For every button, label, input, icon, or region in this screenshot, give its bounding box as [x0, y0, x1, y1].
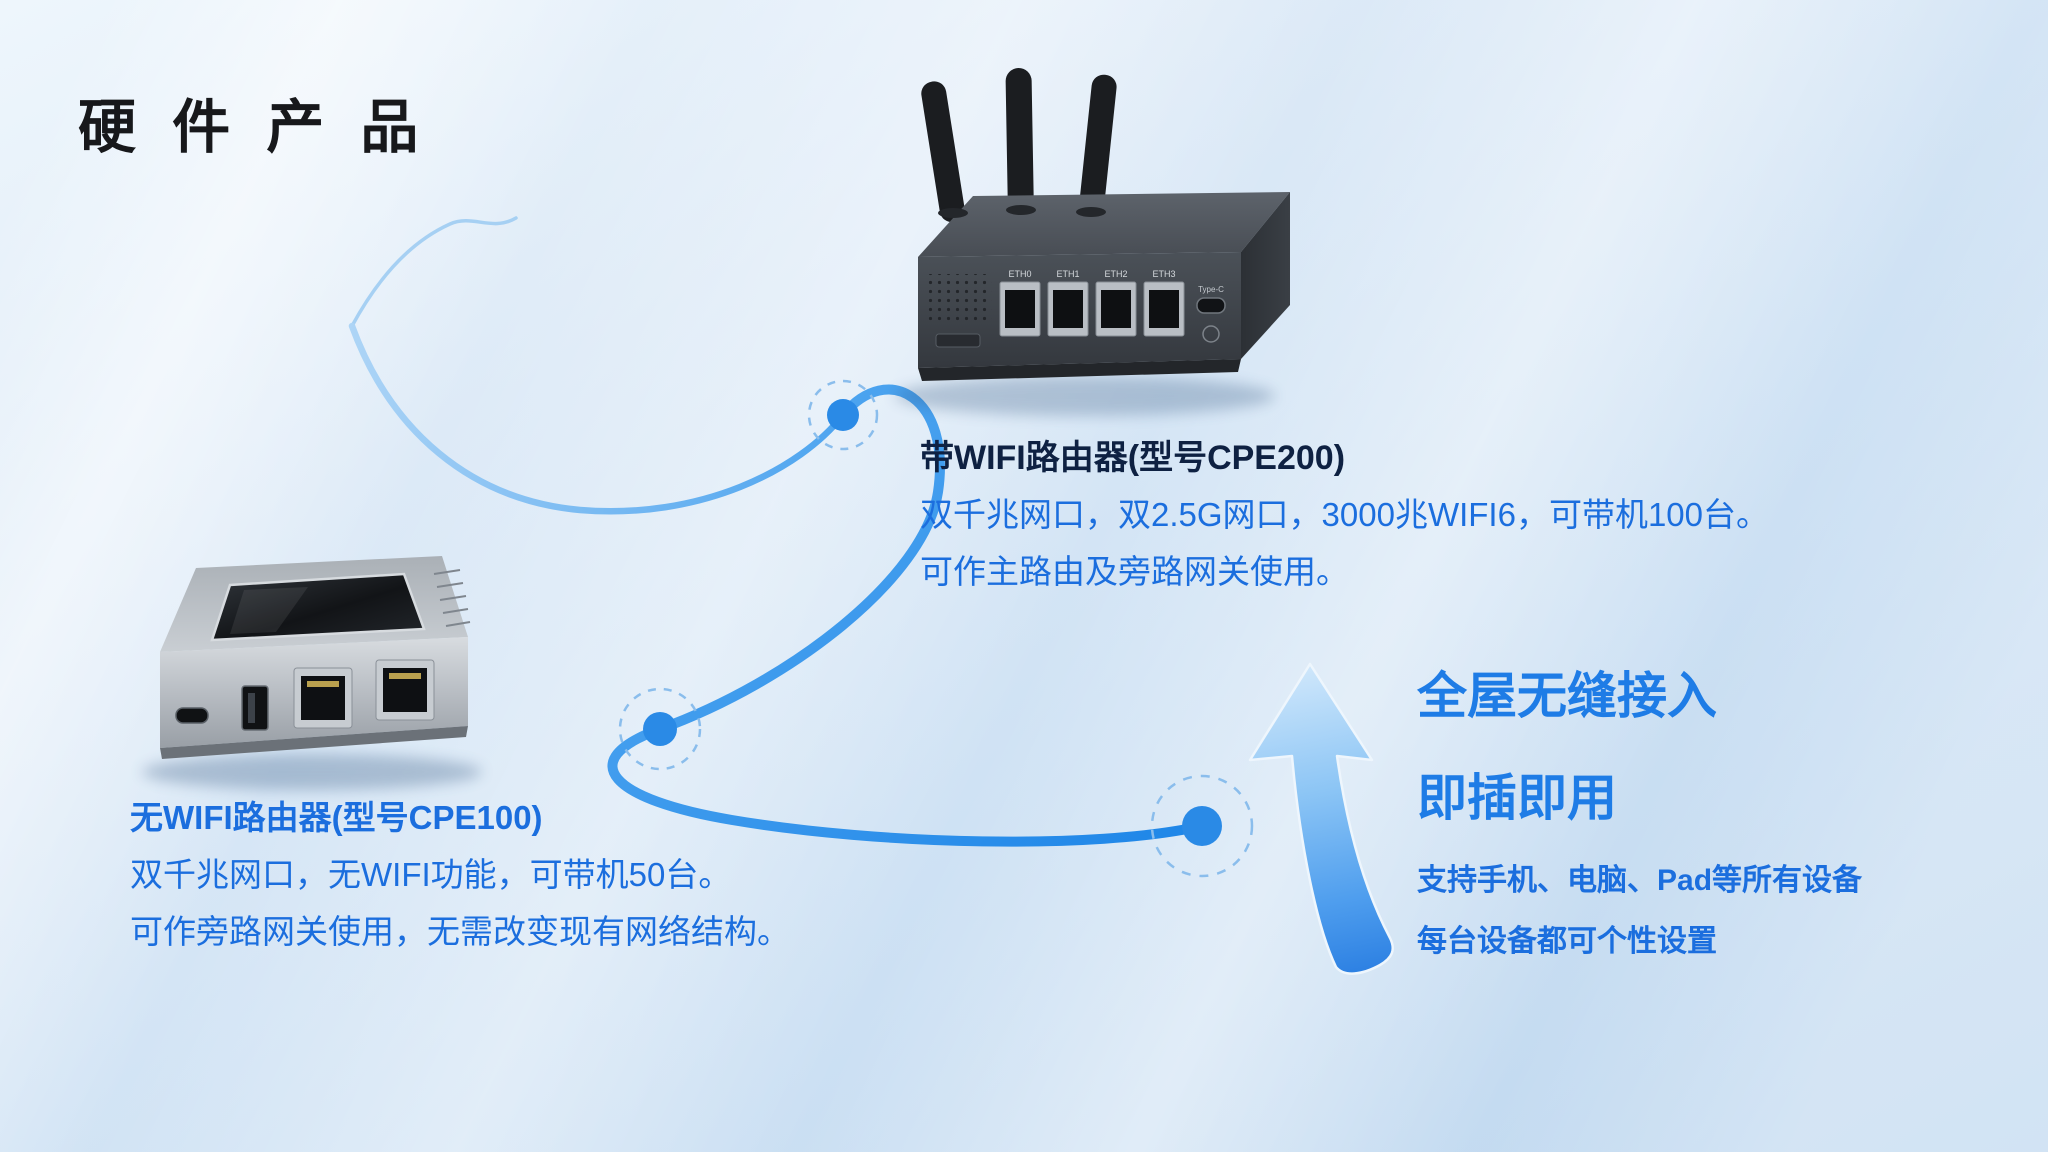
cpe100-desc-line2: 可作旁路网关使用，无需改变现有网络结构。 — [130, 913, 790, 950]
cpe200-side-face — [1241, 192, 1290, 359]
cpe200-port-label-2: ETH2 — [1104, 269, 1127, 279]
cpe200-antenna-mounts — [938, 205, 1106, 218]
cpe200-antenna-icons — [921, 68, 1117, 223]
up-arrow-icon — [1248, 662, 1394, 975]
node-3 — [1150, 774, 1254, 878]
cpe100-top-panel — [210, 572, 426, 642]
cpe200-port-label-1: ETH1 — [1056, 269, 1079, 279]
cpe200-port-label-0: ETH0 — [1008, 269, 1031, 279]
node-1 — [807, 379, 879, 451]
cpe200-shadow — [895, 376, 1275, 416]
benefit-headline-2: 即插即用 — [1417, 770, 1617, 826]
cpe100-usbc-port — [175, 707, 209, 724]
cpe100-panel-sheen — [230, 587, 308, 634]
cpe100-shadow — [142, 754, 482, 790]
cpe100-text-block: 无WIFI路由器(型号CPE100) 双千兆网口，无WIFI功能，可带机50台。… — [130, 798, 790, 969]
cpe200-desc-line2: 可作主路由及旁路网关使用。 — [920, 553, 1349, 590]
cpe100-bottom-edge — [160, 726, 468, 759]
flow-line-start-squiggle — [350, 216, 518, 328]
cpe200-vent-holes — [928, 274, 992, 324]
benefit-headline-1: 全屋无缝接入 — [1417, 668, 1717, 724]
benefit-sub-2: 每台设备都可个性设置 — [1417, 925, 1717, 958]
page-title: 硬 件 产 品 — [78, 95, 429, 160]
cpe200-port-label-3: ETH3 — [1152, 269, 1175, 279]
cpe200-text-block: 带WIFI路由器(型号CPE200) 双千兆网口，双2.5G网口，3000兆WI… — [920, 438, 1769, 609]
cpe200-usbc-port — [1196, 297, 1226, 314]
router-cpe200-image: ETH0 ETH1 ETH2 ETH3 Type-C — [895, 68, 1290, 416]
cpe100-desc-line1: 双千兆网口，无WIFI功能，可带机50台。 — [130, 856, 732, 893]
benefit-sub-1: 支持手机、电脑、Pad等所有设备 — [1417, 864, 1863, 897]
cpe100-heatsink-fins — [433, 569, 471, 627]
cpe200-usbc-label: Type-C — [1198, 285, 1224, 294]
node-2 — [618, 687, 702, 771]
cpe200-logo-mark — [1202, 325, 1220, 343]
cpe200-top-face — [918, 192, 1290, 257]
cpe100-product-name: 无WIFI路由器(型号CPE100) — [130, 799, 543, 836]
cpe200-sim-slot — [935, 333, 981, 348]
router-cpe100-image — [142, 556, 482, 790]
flow-line-segment-1 — [348, 322, 847, 515]
cpe200-base-strip — [918, 359, 1241, 381]
connection-nodes — [618, 379, 1254, 878]
cpe200-desc-line1: 双千兆网口，双2.5G网口，3000兆WIFI6，可带机100台。 — [920, 496, 1770, 533]
cpe200-product-name: 带WIFI路由器(型号CPE200) — [920, 439, 1346, 477]
cpe200-ethernet-ports — [999, 281, 1185, 337]
cpe100-ethernet-ports — [293, 659, 435, 729]
benefits-text-block: 全屋无缝接入 即插即用 支持手机、电脑、Pad等所有设备 每台设备都可个性设置 — [1417, 670, 1862, 961]
cpe100-usba-tongue — [248, 693, 255, 723]
